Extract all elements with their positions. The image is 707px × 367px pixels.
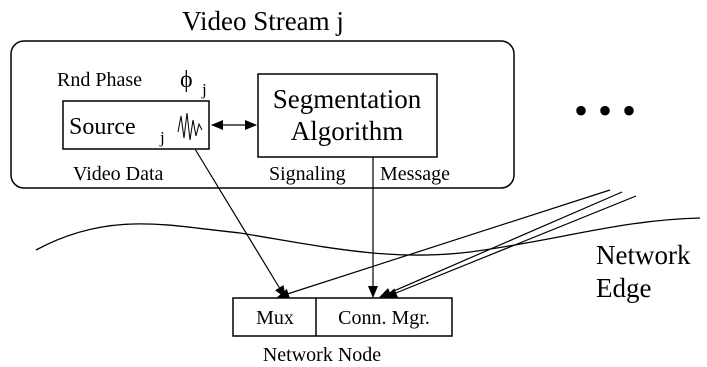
stream-title: Video Stream j (182, 6, 344, 36)
segmentation-box (257, 73, 438, 158)
segmentation-line2: Algorithm (291, 116, 404, 146)
conn-mgr-label: Conn. Mgr. (338, 307, 430, 329)
waveform-icon (177, 112, 203, 141)
network-edge-line2: Edge (596, 273, 651, 303)
video-data-arrow (194, 148, 286, 298)
video-stream-container (10, 40, 515, 189)
external-stream-arrow-3 (385, 195, 637, 298)
rnd-phase-label: Rnd Phase (57, 69, 142, 91)
source-subscript: j (159, 128, 165, 147)
source-box (62, 100, 210, 150)
network-edge-line1: Network (596, 240, 691, 270)
external-stream-arrow-1 (277, 189, 611, 299)
source-label: Source (69, 114, 136, 140)
phi-subscript: j (201, 80, 207, 99)
network-node-label: Network Node (263, 344, 381, 366)
ellipsis: • • • (574, 88, 636, 133)
phi-symbol: ϕ (180, 67, 193, 93)
network-edge-curve (35, 217, 701, 256)
video-data-label: Video Data (73, 163, 164, 185)
mux-label: Mux (256, 307, 294, 329)
signaling-label: Signaling (269, 163, 346, 185)
segmentation-line1: Segmentation (273, 84, 422, 114)
external-stream-arrow-2 (379, 191, 623, 298)
message-label: Message (380, 163, 450, 185)
network-node-box (232, 297, 453, 337)
